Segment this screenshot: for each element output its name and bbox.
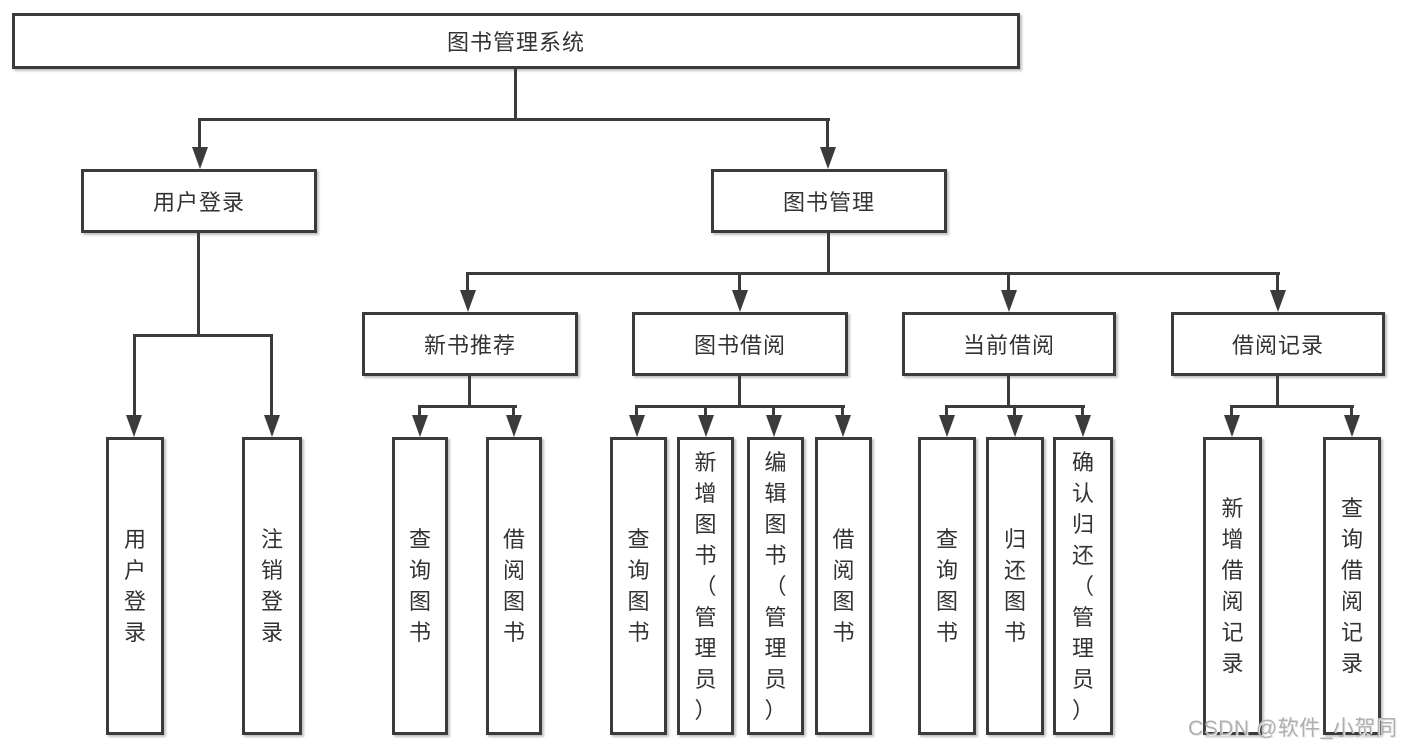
connector-line — [270, 334, 273, 418]
connector-line — [133, 334, 273, 337]
connector-line — [514, 69, 517, 121]
arrow-down-icon — [1224, 415, 1240, 437]
arrow-down-icon — [192, 147, 208, 169]
leaf-borrow-edit-book-admin: 编 辑 图 书 （ 管 理 员 ） — [747, 437, 804, 735]
leaf-current-query-book: 查 询 图 书 — [918, 437, 976, 735]
arrow-down-icon — [506, 415, 522, 437]
connector-line — [772, 405, 775, 419]
node-current-borrowing: 当前借阅 — [902, 312, 1116, 376]
connector-line — [826, 118, 829, 150]
arrow-down-icon — [1007, 415, 1023, 437]
connector-line — [1276, 376, 1279, 408]
connector-line — [635, 405, 638, 419]
arrow-down-icon — [1075, 415, 1091, 437]
connector-line — [738, 376, 741, 408]
watermark: CSDN @软件_小贺同学 — [1188, 717, 1398, 740]
node-user-login: 用户登录 — [81, 169, 317, 233]
connector-line — [198, 118, 201, 150]
connector-line — [827, 233, 830, 275]
connector-line — [466, 272, 469, 294]
leaf-borrow-query-book: 查 询 图 书 — [610, 437, 667, 735]
connector-line — [466, 272, 1280, 275]
connector-line — [704, 405, 707, 419]
connector-line — [1081, 405, 1084, 419]
connector-line — [738, 272, 741, 294]
connector-line — [197, 233, 200, 337]
connector-line — [418, 405, 517, 408]
arrow-down-icon — [698, 415, 714, 437]
connector-line — [1276, 272, 1279, 294]
arrow-down-icon — [1270, 290, 1286, 312]
arrow-down-icon — [460, 290, 476, 312]
node-new-book-recommendation: 新书推荐 — [362, 312, 578, 376]
arrow-down-icon — [820, 147, 836, 169]
arrow-down-icon — [126, 415, 142, 437]
arrow-down-icon — [939, 415, 955, 437]
node-book-borrowing: 图书借阅 — [632, 312, 848, 376]
leaf-user-login: 用 户 登 录 — [106, 437, 164, 735]
arrow-down-icon — [732, 290, 748, 312]
connector-line — [133, 334, 136, 418]
leaf-borrow-borrow-book: 借 阅 图 书 — [815, 437, 872, 735]
node-book-management: 图书管理 — [711, 169, 947, 233]
leaf-logout-login: 注 销 登 录 — [242, 437, 302, 735]
connector-line — [945, 405, 948, 419]
connector-line — [841, 405, 844, 419]
arrow-down-icon — [1001, 290, 1017, 312]
leaf-record-query-borrow-record: 查 询 借 阅 记 录 — [1323, 437, 1381, 735]
connector-line — [1350, 405, 1353, 419]
arrow-down-icon — [264, 415, 280, 437]
leaf-rec-query-book: 查 询 图 书 — [392, 437, 448, 735]
leaf-rec-borrow-book: 借 阅 图 书 — [486, 437, 542, 735]
connector-line — [635, 405, 845, 408]
node-borrowing-records: 借阅记录 — [1171, 312, 1385, 376]
connector-line — [512, 405, 515, 419]
connector-line — [1007, 376, 1010, 408]
connector-line — [1230, 405, 1233, 419]
connector-line — [468, 376, 471, 408]
leaf-borrow-add-book-admin: 新 增 图 书 （ 管 理 员 ） — [677, 437, 734, 735]
arrow-down-icon — [835, 415, 851, 437]
arrow-down-icon — [1344, 415, 1360, 437]
connector-line — [198, 118, 830, 121]
leaf-record-add-borrow-record: 新 增 借 阅 记 录 — [1203, 437, 1262, 735]
leaf-current-return-book: 归 还 图 书 — [986, 437, 1044, 735]
connector-line — [1013, 405, 1016, 419]
arrow-down-icon — [629, 415, 645, 437]
connector-line — [418, 405, 421, 419]
connector-line — [1230, 405, 1354, 408]
arrow-down-icon — [766, 415, 782, 437]
leaf-current-confirm-return-admin: 确 认 归 还 （ 管 理 员 ） — [1053, 437, 1113, 735]
arrow-down-icon — [412, 415, 428, 437]
node-library-management-system: 图书管理系统 — [12, 13, 1020, 69]
connector-line — [1007, 272, 1010, 294]
